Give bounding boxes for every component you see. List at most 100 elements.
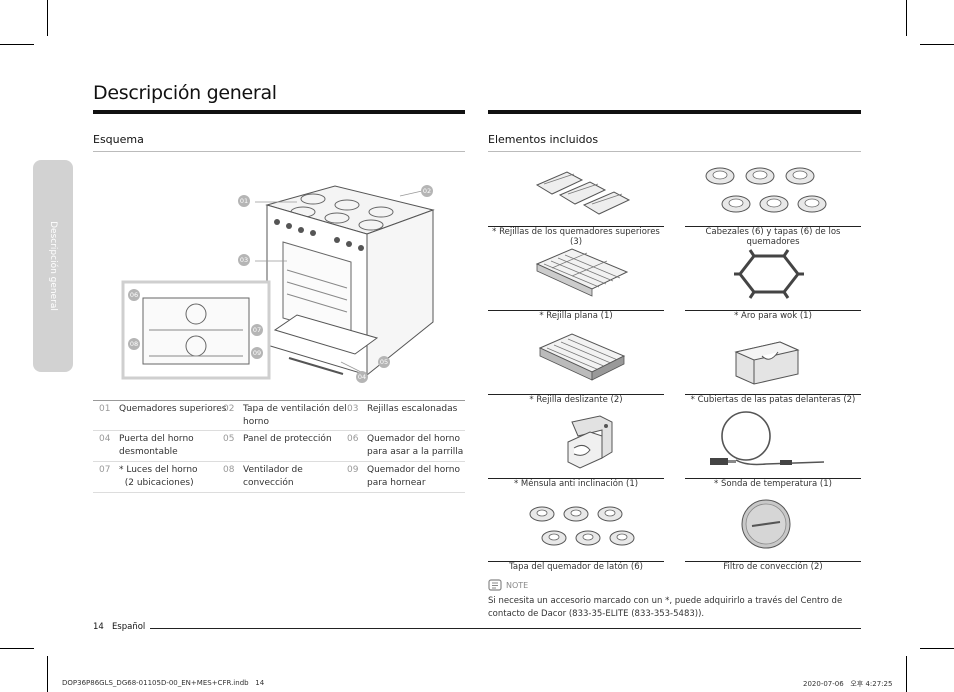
burner-grates-icon [535, 171, 631, 215]
accessory-caption: * Cubiertas de las patas delanteras (2) [690, 395, 856, 405]
accessory-caption: * Rejilla plana (1) [539, 311, 613, 321]
section-rule-left [93, 151, 465, 152]
accessory-caption: Filtro de convección (2) [723, 562, 823, 572]
anti-tip-bracket-icon [567, 415, 613, 469]
legend-rule [93, 461, 465, 462]
accessory-rule [685, 394, 861, 395]
callout-05: 05 [378, 356, 390, 368]
legend-table: 01 Quemadores superiores 02 Tapa de vent… [93, 403, 465, 493]
accessory-rule [685, 478, 861, 479]
footer-rule [150, 628, 861, 629]
crop-mark [920, 44, 954, 45]
legend-text: Tapa de ventilación del horno [243, 403, 347, 429]
accessory-rule [488, 226, 664, 227]
legend-num: 03 [347, 404, 359, 414]
legend-text: Panel de protección [243, 433, 332, 446]
page-language: Español [111, 622, 146, 632]
legend-rule-top [93, 400, 465, 401]
callout-08: 08 [128, 338, 140, 350]
legend-num: 01 [99, 404, 111, 414]
legend-text: Rejillas escalonadas [367, 403, 457, 416]
callout-01: 01 [238, 195, 250, 207]
accessory-caption: * Sonda de temperatura (1) [714, 479, 832, 489]
page-number: 14 Español [93, 622, 145, 632]
crop-mark [47, 0, 48, 36]
legend-line: (2 ubicaciones) [119, 478, 194, 488]
legend-num: 02 [223, 404, 235, 414]
flat-rack-icon [535, 248, 629, 297]
brass-burner-caps-icon [529, 506, 635, 546]
legend-line: para hornear [367, 478, 426, 488]
legend-line: Quemadores superiores [119, 404, 227, 414]
side-tab: Descripción general [33, 160, 73, 372]
accessory-rule [488, 478, 664, 479]
accessory-rule [685, 561, 861, 562]
legend-line: * Luces del horno [119, 465, 198, 475]
legend-num: 06 [347, 434, 359, 444]
page-title: Descripción general [93, 82, 277, 104]
callout-06: 06 [128, 289, 140, 301]
section-heading-esquema: Esquema [93, 133, 144, 146]
legend-text: Quemadores superiores [119, 403, 227, 416]
legend-line: horno [243, 417, 269, 427]
accessory-rule [685, 226, 861, 227]
crop-mark [47, 656, 48, 692]
slug-file: DOP36P86GLS_DG68-01105D-00_EN+MES+CFR.in… [62, 679, 265, 687]
legend-rule [93, 430, 465, 431]
note-label: NOTE [506, 580, 529, 590]
legend-rule [93, 492, 465, 493]
legend-line: convección [243, 478, 294, 488]
callout-09: 09 [251, 347, 263, 359]
legend-text: * Luces del horno (2 ubicaciones) [119, 464, 198, 490]
burner-heads-icon [705, 167, 827, 213]
accessory-caption: * Ménsula anti inclinación (1) [513, 479, 639, 489]
section-bar-left [93, 110, 465, 114]
crop-mark [906, 0, 907, 36]
legend-num: 07 [99, 465, 111, 475]
accessory-caption: Cabezales (6) y tapas (6) de los quemado… [705, 227, 841, 247]
legend-text: Ventilador de convección [243, 464, 303, 490]
accessory-rule [488, 561, 664, 562]
crop-mark [920, 648, 954, 649]
legend-text: Quemador del horno para hornear [367, 464, 460, 490]
crop-mark [0, 648, 34, 649]
accessory-rule [488, 394, 664, 395]
legend-num: 05 [223, 434, 235, 444]
page-num: 14 [93, 622, 104, 632]
wok-ring-icon [734, 249, 804, 299]
sliding-rack-icon [538, 333, 626, 381]
section-rule-right [488, 151, 861, 152]
accessory-caption: Tapa del quemador de latón (6) [509, 562, 643, 572]
note-text: Si necesita un accesorio marcado con un … [488, 596, 843, 619]
note-icon [488, 579, 502, 591]
legend-line: Ventilador de [243, 465, 303, 475]
crop-mark [0, 44, 34, 45]
legend-line: Tapa de ventilación del [243, 404, 347, 414]
convection-filter-icon [741, 499, 791, 549]
side-tab-label: Descripción general [48, 221, 58, 311]
legend-line: Quemador del horno [367, 465, 460, 475]
legend-num: 04 [99, 434, 111, 444]
accessory-caption: * Aro para wok (1) [734, 311, 812, 321]
section-bar-right [488, 110, 861, 114]
legend-num: 09 [347, 465, 359, 475]
legend-line: Rejillas escalonadas [367, 404, 458, 414]
accessory-caption: * Rejillas de los quemadores superiores … [492, 227, 660, 247]
slug-date: 2020-07-06 오후 4:27:25 [803, 680, 893, 688]
legend-line: Quemador del horno [367, 434, 460, 444]
legend-line: desmontable [119, 447, 178, 457]
legend-line: Panel de protección [243, 434, 332, 444]
section-heading-elementos: Elementos incluidos [488, 133, 599, 146]
accessory-caption: * Rejilla deslizante (2) [529, 395, 623, 405]
callout-02: 02 [421, 185, 433, 197]
callout-03: 03 [238, 254, 250, 266]
callout-04: 04 [356, 371, 368, 383]
temperature-probe-icon [710, 411, 825, 466]
accessory-rule [488, 310, 664, 311]
range-diagram [121, 185, 435, 380]
accessory-rule [685, 310, 861, 311]
crop-mark [906, 656, 907, 692]
legend-num: 08 [223, 465, 235, 475]
